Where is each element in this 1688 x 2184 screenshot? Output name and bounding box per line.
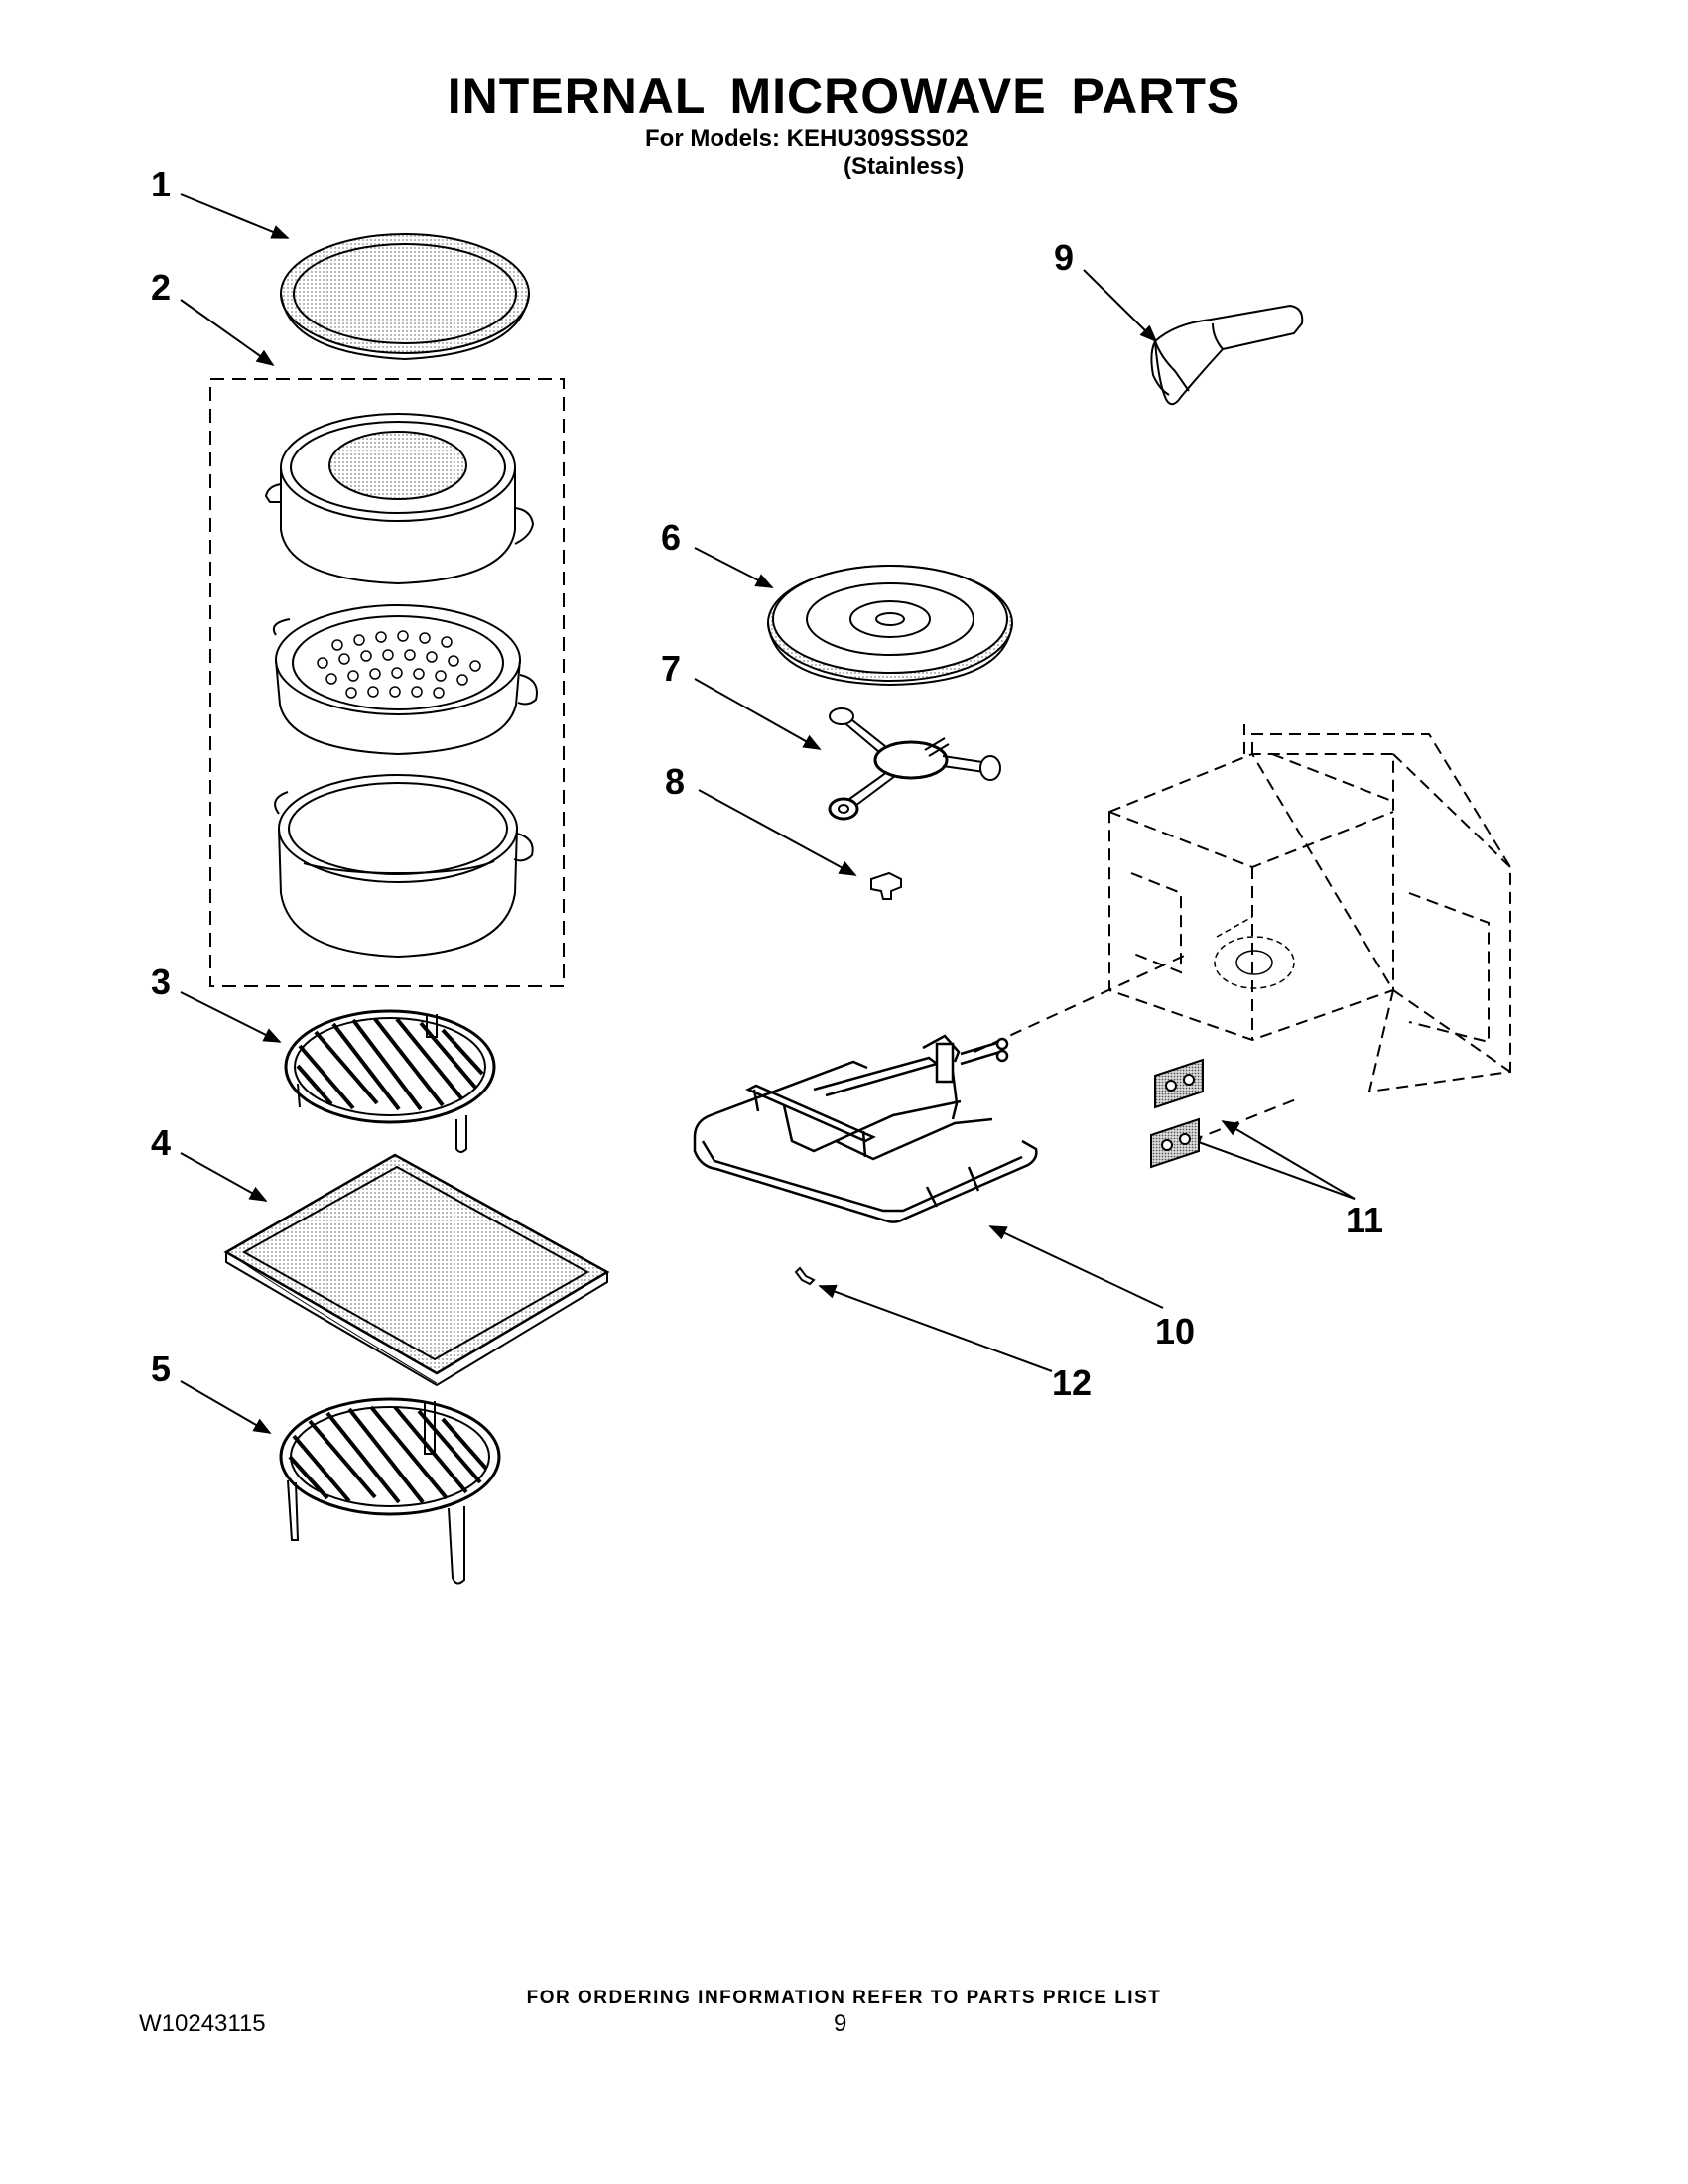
- leader-11a: [1221, 1120, 1356, 1200]
- callout-12: 12: [1052, 1362, 1093, 1403]
- part-11-brackets: [1150, 1058, 1204, 1169]
- part-12-clip: [794, 1266, 816, 1286]
- leader-11b: [1183, 1135, 1356, 1200]
- callout-11: 11: [1346, 1200, 1384, 1240]
- ordering-note: FOR ORDERING INFORMATION REFER TO PARTS …: [526, 1988, 1162, 2008]
- leader-2: [180, 299, 275, 367]
- leader-7: [694, 678, 822, 750]
- callout-9: 9: [1054, 237, 1075, 278]
- steamer-bottom-pot: [274, 774, 534, 959]
- part-7-roller-support: [828, 707, 1001, 821]
- oven-cavity: [1108, 724, 1511, 1093]
- page-number: 9: [834, 2010, 847, 2037]
- leader-10: [988, 1225, 1164, 1309]
- leader-1: [180, 193, 290, 239]
- leader-4: [180, 1152, 268, 1202]
- document-number: W10243115: [139, 2010, 266, 2037]
- callout-7: 7: [661, 648, 682, 689]
- part-4-tray: [223, 1153, 610, 1387]
- leader-3: [180, 991, 282, 1043]
- leader-12: [818, 1284, 1053, 1372]
- finish-line: (Stainless): [844, 153, 965, 180]
- models-line: For Models: KEHU309SSS02: [645, 125, 969, 152]
- callout-6: 6: [661, 517, 682, 558]
- callout-2: 2: [151, 267, 172, 308]
- page-title: INTERNAL MICROWAVE PARTS: [447, 68, 1241, 124]
- callout-5: 5: [151, 1349, 172, 1389]
- part-10-heating-element: [693, 1034, 1038, 1223]
- part-3-low-rack: [284, 1009, 496, 1153]
- steamer-top: [264, 413, 535, 585]
- leader-8: [698, 789, 857, 876]
- part-8-coupler: [870, 871, 902, 900]
- callout-3: 3: [151, 962, 172, 1002]
- callout-10: 10: [1155, 1311, 1196, 1351]
- callout-4: 4: [151, 1122, 172, 1163]
- oven-cavity-fan: [1214, 916, 1295, 989]
- callout-8: 8: [665, 761, 686, 802]
- part-2-steamer-set: [209, 378, 565, 987]
- leader-6: [694, 547, 774, 588]
- callout-1: 1: [151, 164, 172, 204]
- part-9-handle: [1150, 304, 1304, 406]
- part-6-turntable: [767, 565, 1013, 687]
- part-5-high-rack: [279, 1397, 501, 1585]
- part-1-lid: [280, 233, 530, 361]
- leader-9: [1083, 269, 1158, 343]
- leader-5: [180, 1380, 272, 1434]
- steamer-basket: [272, 604, 538, 756]
